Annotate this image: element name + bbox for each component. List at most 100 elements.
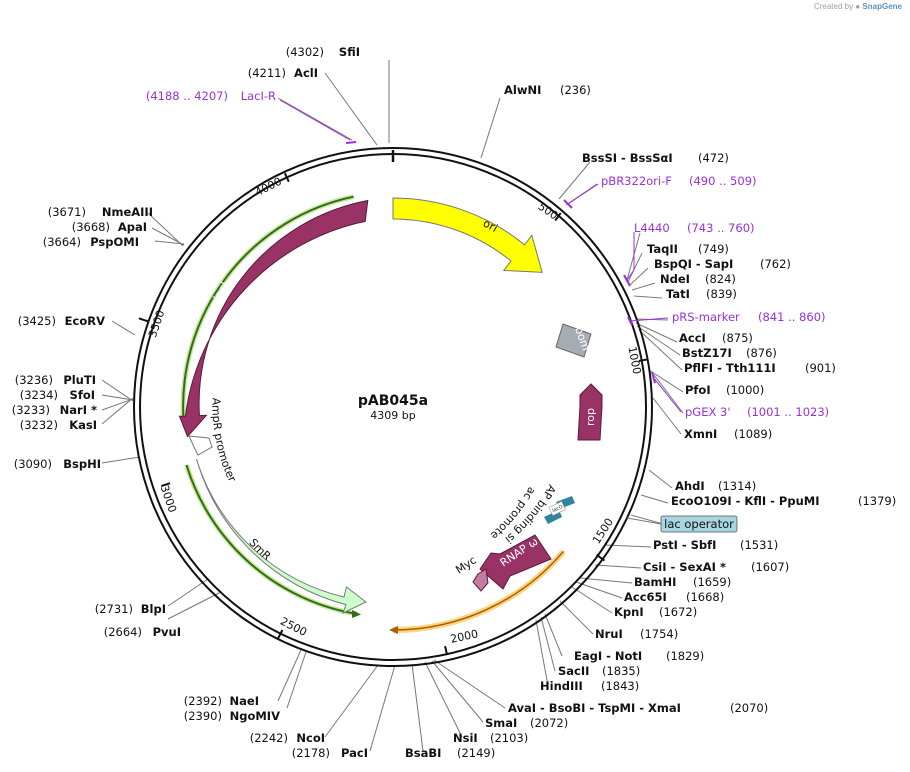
enzyme-pos: (1829) (666, 649, 704, 663)
primer-name[interactable]: pRS-marker (672, 310, 740, 324)
myc-label: Myc (453, 554, 479, 577)
tick-label: 2000 (449, 627, 479, 646)
primer-range: (1001 .. 1023) (747, 405, 829, 419)
enzyme-name[interactable]: SacII (558, 664, 589, 678)
enzyme-name[interactable]: AclI (294, 66, 318, 80)
primer-range: (4188 .. 4207) (146, 89, 228, 103)
enzyme-name[interactable]: HindIII (540, 679, 583, 693)
tick-marks (138, 172, 649, 656)
primer-name[interactable]: pGEX 3' (685, 405, 731, 419)
enzyme-pos: (876) (746, 346, 777, 360)
enzyme-name[interactable]: BssSI - BssSαI (582, 151, 673, 165)
enzyme-name[interactable]: NdeI (660, 272, 690, 286)
enzyme-name[interactable]: KasI (69, 418, 97, 432)
lac-operator-leader (626, 517, 662, 525)
lacO-small-label: lacO (551, 504, 564, 514)
enzyme-pos: (1314) (718, 479, 756, 493)
primer-name[interactable]: pBR322ori-F (601, 174, 672, 188)
enzyme-name[interactable]: ApaI (118, 220, 147, 234)
enzyme-name[interactable]: NcoI (296, 731, 325, 745)
enzyme-name[interactable]: SmaI (485, 716, 517, 730)
enzyme-name[interactable]: AlwNI (504, 83, 541, 97)
enzyme-name[interactable]: PvuI (153, 625, 181, 639)
lacO-small-feature[interactable] (548, 501, 566, 516)
enzyme-name[interactable]: SfiI (339, 45, 360, 59)
enzyme-name[interactable]: CsiI - SexAI * (643, 560, 726, 574)
enzyme-pos: (875) (722, 331, 753, 345)
enzyme-name[interactable]: PacI (341, 746, 368, 760)
enzyme-name[interactable]: NsiI (453, 731, 478, 745)
enzyme-pos: (762) (760, 257, 791, 271)
primer-name[interactable]: L4440 (634, 221, 670, 235)
enzyme-pos: (4211) (248, 66, 286, 80)
primer-range: (841 .. 860) (758, 310, 826, 324)
enzyme-name[interactable]: SfoI (70, 388, 95, 402)
amp-promoter-label: AmpR promoter (209, 398, 239, 485)
enzyme-name[interactable]: PstI - SbfI (653, 538, 716, 552)
enzyme-name[interactable]: BamHI (634, 575, 676, 589)
primer-name[interactable]: LacI-R (241, 89, 276, 103)
enzyme-pos: (2390) (184, 709, 222, 723)
enzyme-pos: (2664) (104, 625, 142, 639)
ori-feature[interactable] (392, 197, 543, 273)
laci-feature[interactable] (178, 199, 369, 438)
enzyme-pos: (1607) (751, 560, 789, 574)
enzyme-name[interactable]: BlpI (141, 602, 166, 616)
mcs-highlight-line (392, 550, 565, 631)
enzyme-pos: (824) (705, 272, 736, 286)
enzyme-name[interactable]: TatI (666, 287, 690, 301)
rnap-feature[interactable] (479, 534, 552, 590)
enzyme-name[interactable]: PflFI - Tth111I (684, 361, 776, 375)
enzyme-name[interactable]: EagI - NotI (574, 649, 642, 663)
myc-feature[interactable] (472, 568, 489, 592)
enzyme-name[interactable]: TaqII (647, 242, 678, 256)
enzyme-name[interactable]: AccI (679, 331, 706, 345)
enzyme-name[interactable]: PluTI (63, 373, 96, 387)
enzyme-name[interactable]: BspHI (63, 457, 101, 471)
enzyme-name[interactable]: NmeAIII (102, 205, 153, 219)
enzyme-pos: (2149) (457, 746, 495, 760)
tick-label: 3500 (146, 309, 167, 340)
enzyme-name[interactable]: Acc65I (624, 590, 667, 604)
enzyme-name[interactable]: NruI (595, 627, 623, 641)
tick-labels: 500 1000 1500 2000 2500 3000 3500 4000 (146, 175, 644, 646)
smr-feature[interactable] (196, 458, 367, 614)
enzyme-name[interactable]: XmnI (684, 427, 717, 441)
enzyme-pos: (3232) (20, 418, 58, 432)
enzyme-pos: (1000) (726, 383, 764, 397)
enzyme-pos: (1843) (601, 679, 639, 693)
enzyme-name[interactable]: KpnI (614, 605, 644, 619)
amp-promoter-feature[interactable] (188, 435, 213, 456)
enzyme-pos: (1668) (686, 590, 724, 604)
enzyme-pos: (2242) (250, 731, 288, 745)
rop-feature[interactable] (577, 383, 603, 441)
enzyme-name[interactable]: AhdI (675, 479, 705, 493)
enzyme-pos: (1672) (659, 605, 697, 619)
enzyme-name[interactable]: NgoMIV (230, 709, 280, 723)
credit-brand: SnapGene (862, 2, 902, 11)
rop-label: rop (584, 408, 597, 426)
plasmid-name: pAB045a (358, 393, 428, 409)
enzyme-name[interactable]: BstZ17I (682, 346, 732, 360)
enzyme-name[interactable]: NaeI (230, 694, 259, 708)
enzyme-name[interactable]: AvaI - BsoBI - TspMI - XmaI (508, 701, 681, 715)
enzyme-pos: (3664) (43, 235, 81, 249)
tick-label: 4000 (253, 175, 284, 199)
tick-label: 1500 (590, 516, 616, 547)
bom-feature[interactable] (555, 323, 592, 358)
enzyme-pos: (2392) (184, 694, 222, 708)
enzyme-name[interactable]: BspQI - SapI (654, 257, 733, 271)
enzyme-name[interactable]: NarI * (60, 403, 97, 417)
enzyme-name[interactable]: EcoO109I - KflI - PpuMI (671, 494, 819, 508)
enzyme-name[interactable]: PfoI (685, 383, 711, 397)
enzyme-name[interactable]: BsaBI (405, 746, 441, 760)
enzyme-pos: (3425) (18, 314, 56, 328)
enzyme-name[interactable]: EcoRV (65, 314, 105, 328)
enzyme-name[interactable]: PspOMI (90, 235, 139, 249)
enzyme-pos: (4302) (286, 45, 324, 59)
plasmid-length: 4309 bp (370, 409, 415, 422)
smr-highlight-line (185, 464, 358, 615)
laci-highlight-line (182, 195, 354, 420)
ori-label: ori (481, 217, 500, 235)
